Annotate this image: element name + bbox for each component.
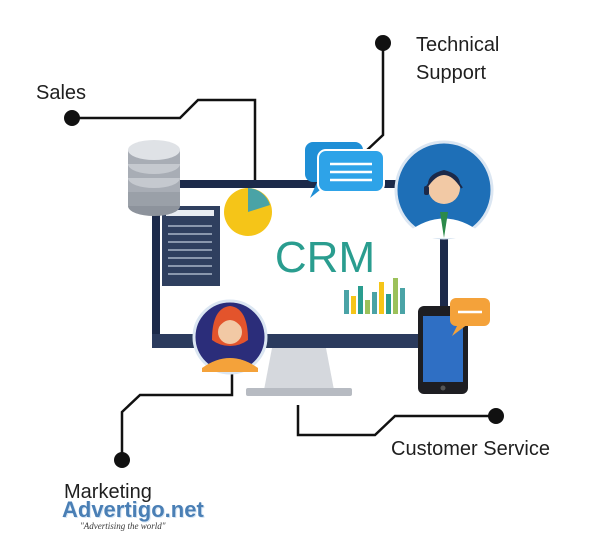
marketing-avatar — [192, 299, 268, 375]
marketing-label: Marketing — [64, 481, 152, 503]
customer-service-label: Customer Service — [391, 438, 550, 460]
watermark-tagline: "Advertising the world" — [80, 521, 166, 531]
marketing-connector — [120, 370, 234, 460]
screen-sidebar-header — [166, 210, 214, 216]
sales-label: Sales — [36, 82, 87, 104]
monitor-stand-neck — [264, 348, 334, 390]
screen-title: CRM — [275, 233, 375, 282]
sales-dot — [64, 110, 80, 126]
technical-dot — [375, 35, 391, 51]
sales-connector — [72, 98, 257, 185]
database-icon — [128, 140, 180, 216]
bar-chart-icon — [344, 278, 405, 314]
pie-chart-icon — [224, 188, 272, 236]
watermark-brand: Advertigo.net — [62, 497, 204, 522]
monitor-stand-base — [246, 388, 352, 396]
phone-chat-bubble-icon — [450, 298, 490, 336]
customer-service-dot — [488, 408, 504, 424]
screen-sidebar — [162, 206, 220, 286]
customer-service-connector — [296, 405, 496, 437]
marketing-dot — [114, 452, 130, 468]
smartphone-icon — [418, 306, 468, 394]
screen-sidebar-lines — [168, 225, 212, 275]
technical-connector — [364, 43, 385, 153]
connector-lines — [72, 43, 496, 460]
chat-bubble-icon — [305, 142, 385, 198]
technical-support-label-line2: Support — [416, 62, 487, 84]
support-agent-avatar — [394, 140, 494, 240]
technical-support-label-line1: Technical — [416, 34, 500, 56]
